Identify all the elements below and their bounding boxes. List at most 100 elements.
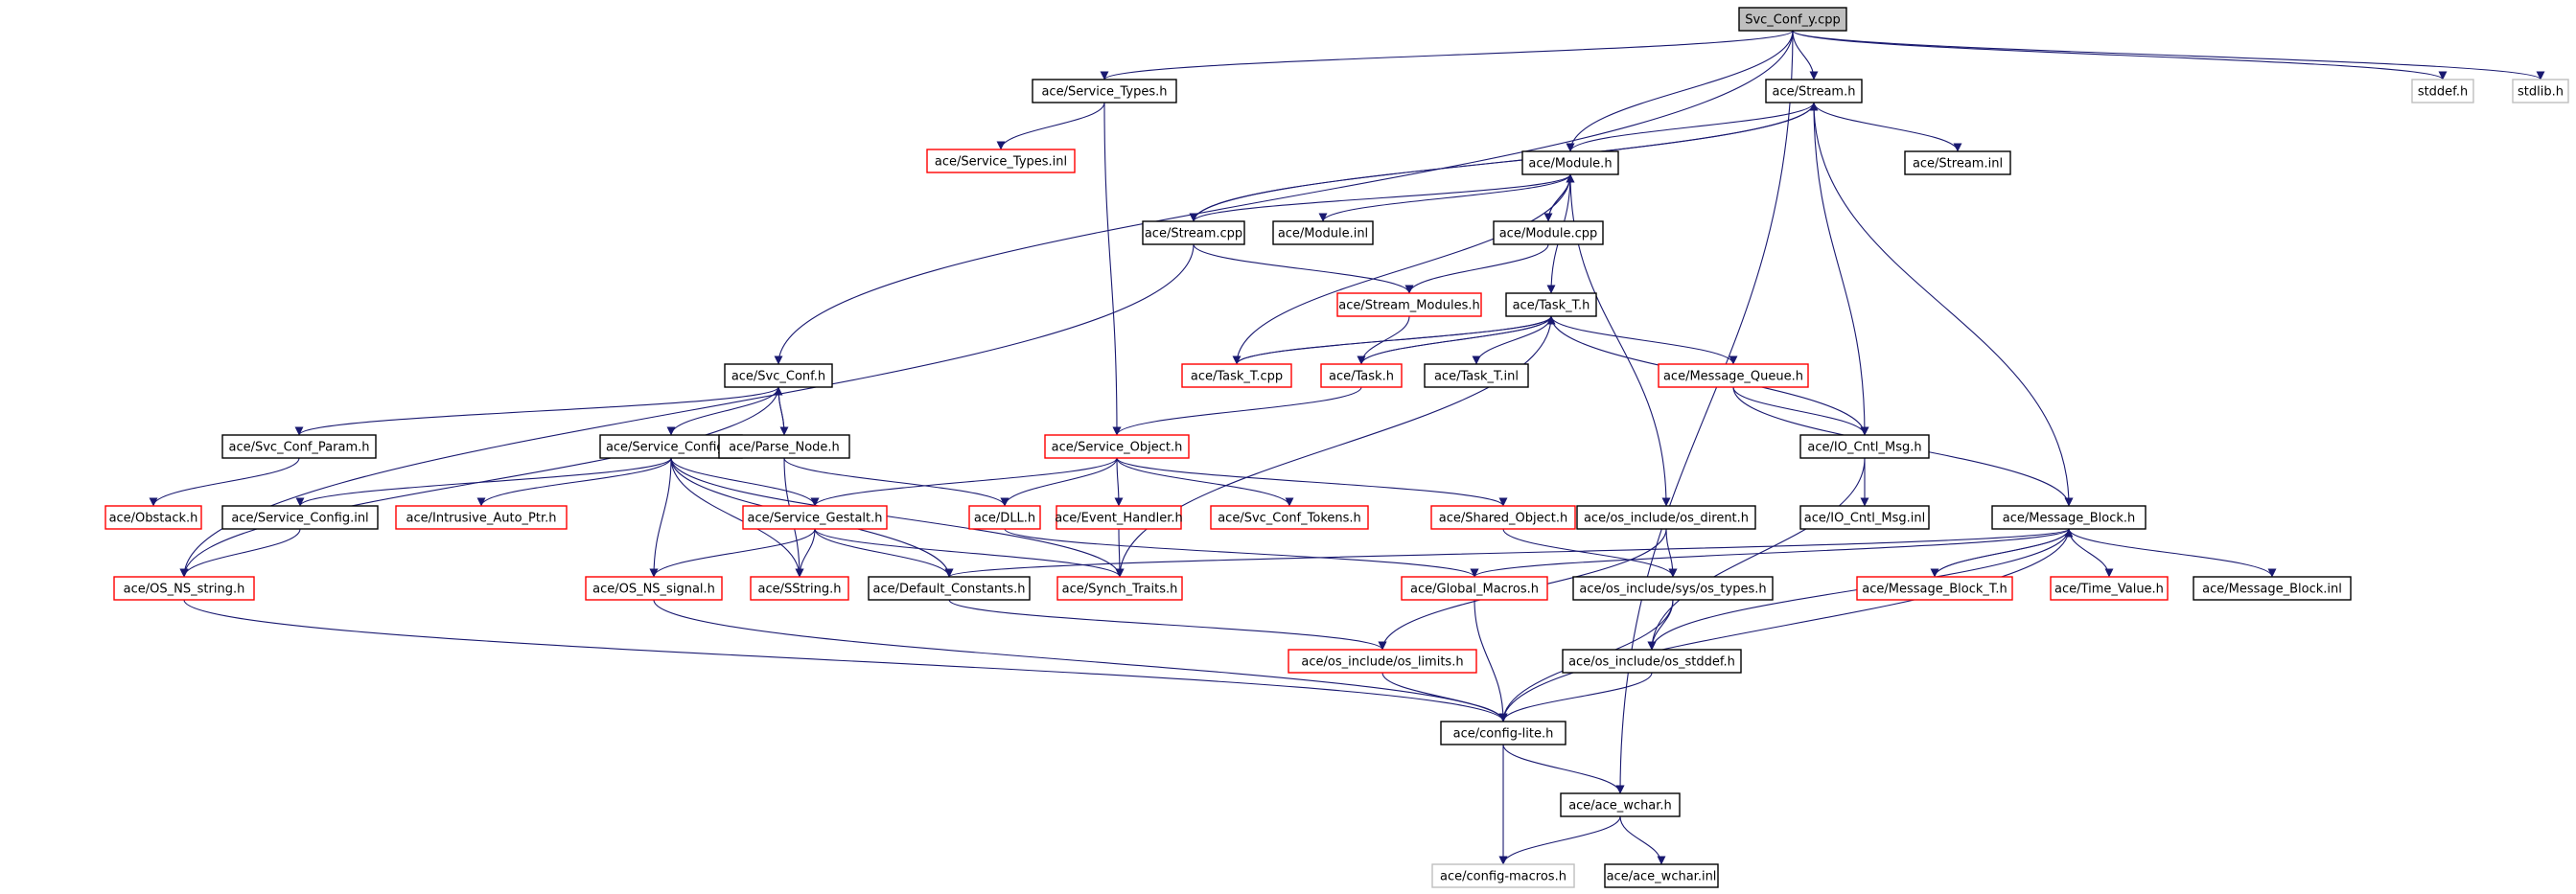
node-stream-cpp[interactable]: ace/Stream.cpp <box>1142 220 1245 245</box>
edge-service_object_h-to-dll_h <box>1000 457 1118 507</box>
edge-svc_conf_y_cpp-to-svc_conf_h <box>774 30 1794 365</box>
node-label: ace/ace_wchar.h <box>1568 799 1672 814</box>
node-module-h[interactable]: ace/Module.h <box>1521 150 1619 175</box>
edge-task_h-to-service_object_h <box>1112 386 1362 436</box>
node-label: ace/Service_Gestalt.h <box>747 512 882 526</box>
node-global-macros-h[interactable]: ace/Global_Macros.h <box>1401 576 1548 601</box>
node-message-queue-h[interactable]: ace/Message_Queue.h <box>1658 363 1809 388</box>
edge-service_config_h-to-synch_traits_h <box>670 457 1125 578</box>
node-service-types-h[interactable]: ace/Service_Types.h <box>1032 79 1177 103</box>
edge-parse_node_h-to-dll_h <box>783 457 1010 507</box>
node-box <box>968 505 1041 530</box>
edge-message_block_t_h-to-message_block_h <box>1934 528 2074 578</box>
node-box <box>1991 505 2147 530</box>
node-service-config-inl[interactable]: ace/Service_Config.inl <box>221 505 379 530</box>
node-box <box>2411 79 2474 103</box>
node-io-cntl-msg-inl[interactable]: ace/IO_Cntl_Msg.inl <box>1799 505 1930 530</box>
edge-service_config_h-to-intrusive_auto_ptr_h <box>476 457 672 507</box>
node-label: ace/OS_NS_signal.h <box>592 583 715 597</box>
node-event-handler-h[interactable]: ace/Event_Handler.h <box>1055 505 1183 530</box>
node-os-stddef-h[interactable]: ace/os_include/os_stddef.h <box>1562 649 1742 674</box>
node-box <box>1431 863 1575 888</box>
node-label: ace/Task_T.inl <box>1434 370 1519 384</box>
node-box <box>1562 649 1742 674</box>
node-label: ace/os_include/sys/os_types.h <box>1579 583 1766 597</box>
node-message-block-inl[interactable]: ace/Message_Block.inl <box>2193 576 2352 601</box>
node-shared-object-h[interactable]: ace/Shared_Object.h <box>1430 505 1576 530</box>
node-service-gestalt-h[interactable]: ace/Service_Gestalt.h <box>742 505 888 530</box>
node-task-t-inl[interactable]: ace/Task_T.inl <box>1424 363 1529 388</box>
node-os-limits-h[interactable]: ace/os_include/os_limits.h <box>1288 649 1477 674</box>
edge-service_gestalt_h-to-synch_traits_h <box>814 528 1125 578</box>
edge-dll_h-to-global_macros_h <box>1004 528 1479 578</box>
node-box <box>1056 505 1182 530</box>
edge-stream_h-to-module_h <box>1566 102 1815 152</box>
edge-message_block_h-to-global_macros_h <box>1470 528 2070 578</box>
node-intrusive-auto-ptr-h[interactable]: ace/Intrusive_Auto_Ptr.h <box>395 505 568 530</box>
node-box <box>2050 576 2169 601</box>
node-label: ace/Svc_Conf_Tokens.h <box>1218 512 1361 526</box>
node-stdlib-h: stdlib.h <box>2512 79 2569 103</box>
edge-shared_object_h-to-sys_types_h <box>1502 528 1678 578</box>
node-label: ace/Obstack.h <box>109 512 198 526</box>
node-stream-inl[interactable]: ace/Stream.inl <box>1904 150 2011 175</box>
node-task-h[interactable]: ace/Task.h <box>1320 363 1403 388</box>
node-sstring-h[interactable]: ace/SString.h <box>750 576 849 601</box>
node-label: ace/Module.cpp <box>1499 227 1598 241</box>
node-os-ns-signal-h[interactable]: ace/OS_NS_signal.h <box>585 576 723 601</box>
node-task-t-cpp[interactable]: ace/Task_T.cpp <box>1181 363 1292 388</box>
edge-global_macros_h-to-config_lite_h <box>1474 599 1508 722</box>
node-task-t-h[interactable]: ace/Task_T.h <box>1505 292 1597 317</box>
node-svc-conf-param-h[interactable]: ace/Svc_Conf_Param.h <box>221 434 377 459</box>
node-label: ace/config-lite.h <box>1453 727 1554 742</box>
node-obstack-h[interactable]: ace/Obstack.h <box>104 505 202 530</box>
edge-service_config_inl-to-os_ns_string_h <box>179 528 301 578</box>
node-time-value-h[interactable]: ace/Time_Value.h <box>2050 576 2169 601</box>
edge-os_stddef_h-to-config_lite_h <box>1498 672 1653 722</box>
node-stream-h[interactable]: ace/Stream.h <box>1765 79 1863 103</box>
edge-default_constants_h-to-os_limits_h <box>948 599 1387 651</box>
edge-svc_conf_y_cpp-to-service_types_h <box>1100 30 1794 80</box>
node-stream-modules-h[interactable]: ace/Stream_Modules.h <box>1336 292 1482 317</box>
edge-parse_node_h-to-svc_conf_h <box>774 386 785 436</box>
edge-svc_conf_h-to-service_config_h <box>666 386 779 436</box>
node-box <box>1336 292 1482 317</box>
node-os-dirent-h[interactable]: ace/os_include/os_dirent.h <box>1576 505 1756 530</box>
edge-task_t_cpp-to-task_t_h <box>1236 315 1556 365</box>
node-svc-conf-h[interactable]: ace/Svc_Conf.h <box>724 363 833 388</box>
node-io-cntl-msg-h[interactable]: ace/IO_Cntl_Msg.h <box>1799 434 1930 459</box>
node-module-inl[interactable]: ace/Module.inl <box>1272 220 1374 245</box>
node-service-types-inl[interactable]: ace/Service_Types.inl <box>926 149 1076 173</box>
node-synch-traits-h[interactable]: ace/Synch_Traits.h <box>1056 576 1183 601</box>
node-service-object-h[interactable]: ace/Service_Object.h <box>1044 434 1190 459</box>
node-svc-conf-tokens-h[interactable]: ace/Svc_Conf_Tokens.h <box>1210 505 1369 530</box>
node-label: stdlib.h <box>2518 85 2564 100</box>
node-label: ace/Default_Constants.h <box>872 583 1025 597</box>
edge-service_types_h-to-service_object_h <box>1103 102 1122 436</box>
node-config-lite-h[interactable]: ace/config-lite.h <box>1440 721 1566 745</box>
node-sys-types-h[interactable]: ace/os_include/sys/os_types.h <box>1572 576 1774 601</box>
node-box <box>1044 434 1190 459</box>
node-label: ace/config-macros.h <box>1440 870 1566 884</box>
node-message-block-t-h[interactable]: ace/Message_Block_T.h <box>1856 576 2013 601</box>
edge-svc_conf_y_cpp-to-module_h <box>1566 30 1794 152</box>
node-dll-h[interactable]: ace/DLL.h <box>968 505 1041 530</box>
dependency-edges <box>149 30 2545 865</box>
edge-ace_wchar_h-to-ace_wchar_inl <box>1619 815 1666 865</box>
node-parse-node-h[interactable]: ace/Parse_Node.h <box>718 434 850 459</box>
node-label: ace/Global_Macros.h <box>1410 583 1539 597</box>
node-os-ns-string-h[interactable]: ace/OS_NS_string.h <box>113 576 255 601</box>
node-box <box>1904 150 2011 175</box>
node-box <box>1181 363 1292 388</box>
node-module-cpp[interactable]: ace/Module.cpp <box>1493 220 1604 245</box>
node-box <box>1505 292 1597 317</box>
node-default-constants-h[interactable]: ace/Default_Constants.h <box>868 576 1031 601</box>
node-label: ace/Message_Block_T.h <box>1862 583 2007 597</box>
node-box <box>395 505 568 530</box>
node-ace-wchar-h[interactable]: ace/ace_wchar.h <box>1560 792 1681 817</box>
node-ace-wchar-inl[interactable]: ace/ace_wchar.inl <box>1604 863 1719 888</box>
node-message-block-h[interactable]: ace/Message_Block.h <box>1991 505 2147 530</box>
edge-message_block_h-to-default_constants_h <box>944 528 2070 578</box>
edge-stream_h-to-stream_inl <box>1813 102 1962 152</box>
